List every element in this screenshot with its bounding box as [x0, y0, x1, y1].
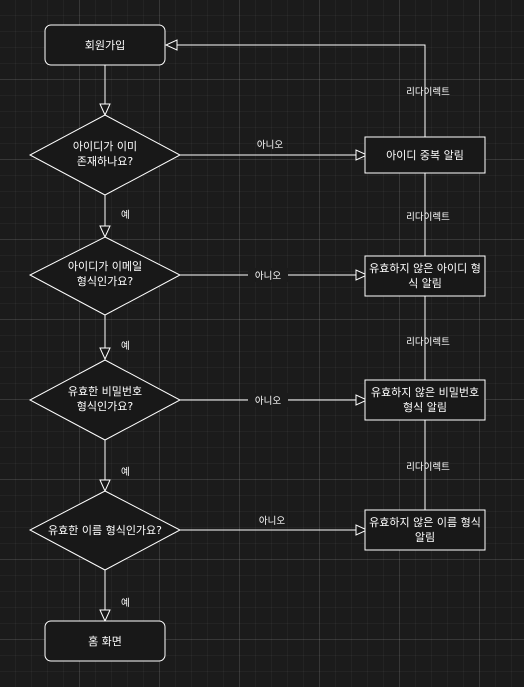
edge-label-redirect: 리다이렉트	[406, 462, 450, 473]
edge-label-yes: 예	[121, 598, 130, 609]
decision-check-name: 유효한 이름 형식인가요?	[28, 490, 182, 571]
node-home: 홈 화면	[44, 620, 166, 662]
arrowhead-right-icon	[355, 524, 369, 536]
arrowhead-right-icon	[355, 394, 369, 406]
connector-lines	[104, 44, 426, 610]
arrowhead-down-icon	[99, 225, 111, 239]
decision-check-email-text-1: 아이디가 이메일	[68, 259, 142, 273]
node-error-name: 유효하지 않은 이름 형식 알림	[364, 509, 486, 551]
arrowhead-left-icon	[164, 39, 178, 51]
edge-label-yes: 예	[121, 210, 130, 221]
edge-redirect-top	[177, 44, 426, 137]
node-error-name-text-2: 알림	[415, 530, 435, 544]
arrowhead-down-icon	[99, 103, 111, 117]
node-error-password-text-1: 유효하지 않은 비밀번호	[371, 385, 479, 399]
node-error-email: 유효하지 않은 아이디 형 식 알림	[364, 255, 486, 297]
edge-label-yes: 예	[121, 467, 130, 478]
arrowhead-down-icon	[99, 347, 111, 361]
edge-label-redirect: 리다이렉트	[406, 87, 450, 98]
edge-label-no: 아니오	[257, 140, 283, 151]
decision-check-name-text: 유효한 이름 형식인가요?	[48, 524, 162, 537]
decision-check-email-text-2: 형식인가요?	[77, 275, 134, 288]
arrowhead-down-icon	[99, 479, 111, 493]
node-home-text: 홈 화면	[88, 634, 122, 648]
edge-label-redirect: 리다이렉트	[406, 337, 450, 348]
node-error-password-text-2: 형식 알림	[403, 400, 447, 414]
node-start-text: 회원가입	[85, 39, 125, 52]
decision-check-dup-text-1: 아이디가 이미	[73, 140, 137, 153]
decision-check-password: 유효한 비밀번호 형식인가요?	[28, 359, 182, 441]
node-error-email-text-2: 식 알림	[408, 276, 442, 290]
node-error-name-text-1: 유효하지 않은 이름 형식	[369, 515, 481, 529]
arrowhead-right-icon	[355, 269, 369, 281]
edge-label-yes: 예	[121, 341, 130, 352]
decision-check-password-text-2: 형식인가요?	[77, 400, 134, 413]
decision-check-dup-text-2: 존재하나요?	[77, 154, 134, 168]
decision-check-password-text-1: 유효한 비밀번호	[68, 385, 142, 398]
edge-labels: 아니오 아니오 아니오 아니오 예 예 예 예 리다이렉트 리다이렉트 리다이렉…	[121, 87, 450, 609]
node-error-password: 유효하지 않은 비밀번호 형식 알림	[364, 379, 486, 421]
node-error-duplicate: 아이디 중복 알림	[364, 136, 486, 174]
arrowhead-down-icon	[99, 609, 111, 623]
node-start: 회원가입	[44, 24, 166, 66]
edge-label-no: 아니오	[255, 271, 281, 282]
edge-label-no: 아니오	[255, 396, 281, 407]
node-error-duplicate-text: 아이디 중복 알림	[386, 148, 464, 162]
decision-check-dup: 아이디가 이미 존재하나요?	[28, 114, 182, 196]
decision-check-email: 아이디가 이메일 형식인가요?	[28, 236, 182, 316]
arrowhead-right-icon	[355, 149, 369, 161]
node-error-email-text-1: 유효하지 않은 아이디 형	[369, 261, 481, 275]
arrow-heads	[99, 39, 369, 623]
edge-label-no: 아니오	[259, 516, 285, 527]
edge-label-redirect: 리다이렉트	[406, 212, 450, 223]
